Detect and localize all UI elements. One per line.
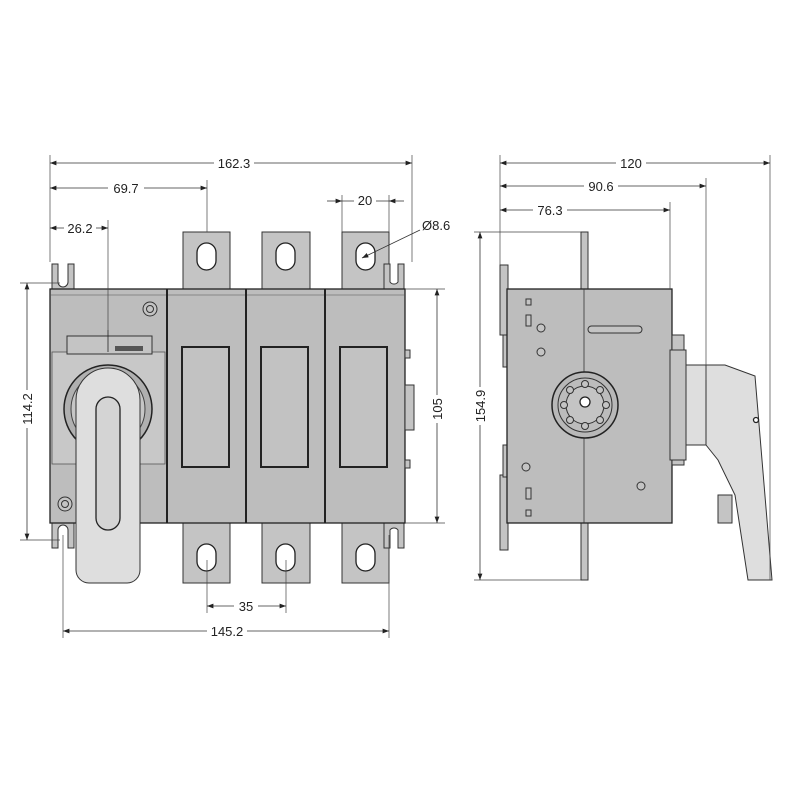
dim-mounting-width: 145.2: [211, 624, 244, 639]
dim-terminal-width: 20: [358, 193, 372, 208]
pole-windows: [181, 346, 388, 468]
dim-mounting-height: 114.2: [20, 393, 35, 425]
dim-pole-pitch: 35: [239, 599, 253, 614]
dim-hole-diameter: Ø8.6: [422, 218, 450, 233]
side-view: [499, 231, 773, 581]
dim-handle-depth: 90.6: [588, 179, 613, 194]
dim-overall-height: 154.9: [473, 390, 488, 423]
dim-overall-width: 162.3: [218, 156, 251, 171]
dim-left-offset: 26.2: [67, 221, 92, 236]
dim-overall-depth: 120: [620, 156, 642, 171]
dim-body-depth: 76.3: [537, 203, 562, 218]
dim-body-height: 105: [430, 398, 445, 420]
bottom-terminals: [182, 519, 390, 584]
handle-side: [685, 364, 773, 581]
front-dimensions: 162.3 69.7 26.2 20 Ø8.6 114.2 105 35: [19, 155, 450, 639]
dim-handle-center: 69.7: [113, 181, 138, 196]
handle-front: [63, 330, 153, 584]
front-view: [49, 231, 415, 584]
side-dimensions: 120 90.6 76.3 154.9: [472, 155, 771, 581]
top-terminals: [182, 231, 390, 293]
